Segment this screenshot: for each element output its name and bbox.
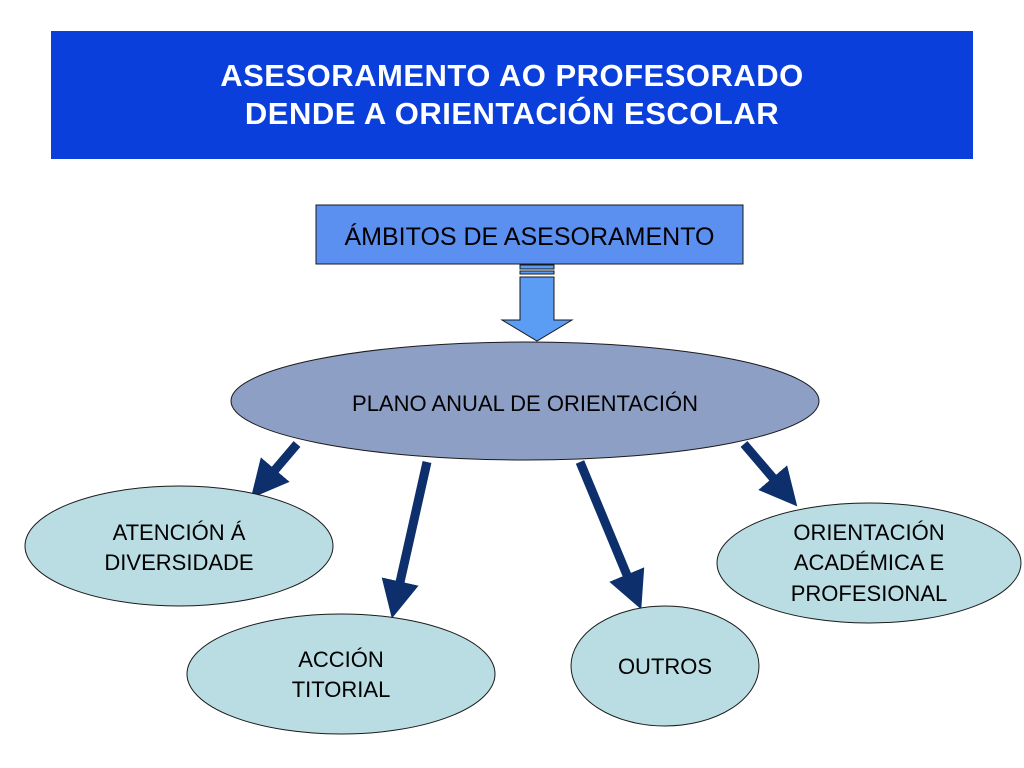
center-node-label: PLANO ANUAL DE ORIENTACIÓN (352, 391, 698, 416)
top-box: ÁMBITOS DE ASESORAMENTO (315, 204, 744, 265)
node-academica-line3: PROFESIONAL (791, 581, 947, 606)
arrow-to-academica (740, 441, 798, 507)
arrow-to-outros (575, 460, 645, 610)
arrow-to-titorial (381, 461, 432, 619)
title-line-1: ASESORAMENTO AO PROFESORADO (220, 58, 804, 93)
title-line-2: DENDE A ORIENTACIÓN ESCOLAR (244, 96, 780, 131)
top-box-label: ÁMBITOS DE ASESORAMENTO (345, 222, 715, 251)
top-box-rect (315, 204, 744, 265)
connector-arrows (250, 441, 798, 619)
block-arrow-down (500, 264, 574, 342)
center-node: PLANO ANUAL DE ORIENTACIÓN (230, 341, 820, 461)
node-outros: OUTROS (570, 605, 760, 727)
node-academica-line1: ORIENTACIÓN (793, 520, 944, 545)
node-titorial-line2: TITORIAL (292, 677, 391, 702)
node-outros-line1: OUTROS (618, 654, 712, 679)
node-diversidade: ATENCIÓN Á DIVERSIDADE (24, 485, 334, 607)
node-titorial: ACCIÓN TITORIAL (186, 613, 496, 735)
node-academica-line2: ACADÉMICA E (794, 550, 944, 575)
node-academica: ORIENTACIÓN ACADÉMICA E PROFESIONAL (716, 502, 1022, 624)
title-banner: ASESORAMENTO AO PROFESORADO DENDE A ORIE… (51, 31, 973, 159)
node-diversidade-line1: ATENCIÓN Á (113, 520, 246, 545)
node-titorial-line1: ACCIÓN (298, 647, 384, 672)
node-diversidade-line2: DIVERSIDADE (104, 550, 253, 575)
arrow-to-diversidade (250, 441, 301, 499)
